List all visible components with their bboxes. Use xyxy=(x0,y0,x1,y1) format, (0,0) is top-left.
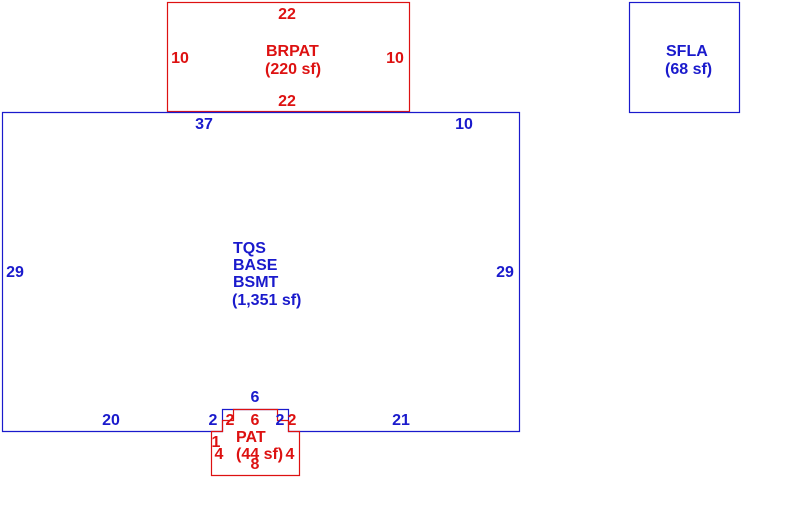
pat-dim-top-inner-right: 2 xyxy=(288,412,297,429)
sfla-area: (68 sf) xyxy=(665,61,712,78)
pat-dim-left: 4 xyxy=(215,446,224,463)
base-dim-right: 29 xyxy=(496,264,514,281)
base-line-1: TQS xyxy=(233,240,266,257)
base-dim-notch-right: 2 xyxy=(276,412,285,429)
base-dim-left: 29 xyxy=(6,264,24,281)
pat-name: PAT xyxy=(236,429,266,446)
base-dim-notch-left: 2 xyxy=(209,412,218,429)
sfla-name: SFLA xyxy=(666,43,708,60)
brpat-dim-left: 10 xyxy=(171,50,189,67)
pat-area: (44 sf) xyxy=(236,446,283,463)
base-dim-top-left: 37 xyxy=(195,116,213,133)
pat-dim-top-inner-left: 2 xyxy=(226,412,235,429)
base-line-3: BSMT xyxy=(233,274,279,291)
base-dim-bottom-right: 21 xyxy=(392,412,410,429)
brpat-outline xyxy=(166,1,411,113)
base-dim-bottom-left: 20 xyxy=(102,412,120,429)
pat-dim-bottom: 8 xyxy=(251,456,260,473)
pat-dim-right: 4 xyxy=(286,446,295,463)
pat-dim-left-small: 1 xyxy=(212,434,221,451)
base-area: (1,351 sf) xyxy=(232,292,301,309)
base-dim-notch-top: 6 xyxy=(251,389,260,406)
base-outline xyxy=(1,111,521,433)
pat-outline xyxy=(210,408,301,477)
brpat-area: (220 sf) xyxy=(265,61,321,78)
brpat-dim-right: 10 xyxy=(386,50,404,67)
brpat-dim-bottom: 22 xyxy=(278,93,296,110)
base-line-2: BASE xyxy=(233,257,278,274)
pat-dim-top-mid: 6 xyxy=(251,412,260,429)
brpat-dim-top: 22 xyxy=(278,6,296,23)
sfla-outline xyxy=(628,1,741,114)
brpat-name: BRPAT xyxy=(266,43,319,60)
base-dim-top-right: 10 xyxy=(455,116,473,133)
